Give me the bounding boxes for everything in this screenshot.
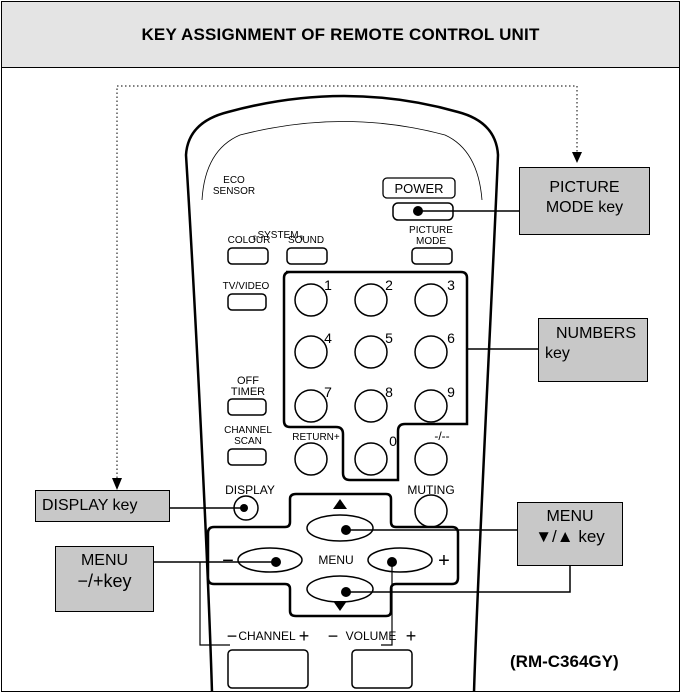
callout-menu-lr-line1: MENU: [80, 552, 129, 569]
number-label-7: 7: [324, 384, 332, 400]
header-title: KEY ASSIGNMENT OF REMOTE CONTROL UNIT: [141, 24, 540, 44]
number-label-6: 6: [447, 330, 455, 346]
menu-up-key[interactable]: [306, 514, 374, 542]
callout-numbers: NUMBERS key: [538, 318, 648, 382]
callout-picture-mode: PICTURE MODE key: [519, 167, 650, 235]
menu-down-arrow-icon: [333, 601, 347, 611]
channel-scan-label-1: CHANNEL: [224, 425, 272, 436]
number-key-7[interactable]: [294, 389, 328, 423]
leader-menu-plus-down: [381, 562, 393, 646]
menu-minus-label: −: [222, 550, 234, 572]
off-timer-key[interactable]: [227, 398, 267, 416]
number-key-2[interactable]: [354, 283, 388, 317]
menu-plus-key[interactable]: [367, 547, 433, 573]
number-label-4: 4: [324, 330, 332, 346]
callout-numbers-line2: key: [545, 345, 570, 362]
number-pad-outline: [282, 270, 469, 482]
power-label: POWER: [394, 181, 443, 196]
number-label-1: 1: [324, 277, 332, 293]
picture-mode-side-key[interactable]: [411, 247, 453, 265]
menu-plus-label: +: [438, 550, 450, 572]
picture-mode-label-1: PICTURE: [409, 225, 453, 236]
system-label: SYSTEM: [257, 230, 298, 241]
tv-video-key[interactable]: [227, 293, 267, 311]
sound-label: SOUND: [288, 235, 324, 246]
dash-label: -/--: [434, 429, 449, 443]
volume-key[interactable]: [351, 649, 413, 689]
number-key-6[interactable]: [414, 335, 448, 369]
number-label-9: 9: [447, 384, 455, 400]
system-bracket: [253, 235, 303, 240]
menu-up-arrow-icon: [333, 499, 347, 509]
channel-minus-label: −: [227, 626, 238, 646]
eco-label-1: ECO: [223, 175, 245, 186]
number-label-2: 2: [385, 277, 393, 293]
menu-down-key[interactable]: [306, 575, 374, 603]
volume-minus-label: −: [328, 626, 339, 646]
picture-mode-key-dot: [413, 206, 423, 216]
menu-label: MENU: [318, 553, 353, 567]
sound-key[interactable]: [286, 247, 328, 265]
number-key-1[interactable]: [294, 283, 328, 317]
eco-label-2: SENSOR: [213, 186, 255, 197]
muting-label: MUTING: [407, 483, 454, 497]
number-label-5: 5: [385, 330, 393, 346]
dash-key[interactable]: [414, 442, 448, 476]
number-label-8: 8: [385, 384, 393, 400]
callout-picture-mode-line2: MODE key: [545, 199, 624, 216]
channel-key[interactable]: [227, 649, 309, 689]
picture-mode-label-2: MODE: [416, 236, 446, 247]
number-key-4[interactable]: [294, 335, 328, 369]
number-key-3[interactable]: [414, 283, 448, 317]
header-bar: KEY ASSIGNMENT OF REMOTE CONTROL UNIT: [1, 1, 680, 68]
muting-key[interactable]: [414, 494, 448, 528]
number-key-5[interactable]: [354, 335, 388, 369]
callout-menu-updown: MENU ▼/▲ key: [517, 502, 623, 566]
number-label-0: 0: [389, 433, 397, 449]
channel-scan-key[interactable]: [227, 448, 267, 466]
colour-key[interactable]: [227, 247, 269, 265]
remote-body-inner: [201, 121, 483, 201]
leader-menu-down: [346, 566, 571, 593]
return-label: RETURN+: [292, 432, 340, 443]
return-plus-key[interactable]: [294, 442, 328, 476]
colour-label: COLOUR: [228, 235, 271, 246]
number-key-9[interactable]: [414, 389, 448, 423]
callout-numbers-line1: NUMBERS: [555, 325, 636, 342]
power-label-box: [382, 177, 456, 199]
leader-menu-minus-down: [199, 562, 230, 646]
model-number: (RM-C364GY): [510, 652, 619, 671]
callout-menu-updown-line2: ▼/▲ key: [535, 527, 605, 546]
channel-label: CHANNEL: [238, 629, 296, 643]
callout-display: DISPLAY key: [35, 490, 170, 522]
volume-plus-label: +: [406, 626, 417, 646]
dotted-arrow-down-right: [572, 152, 582, 163]
remote-body-outline: [184, 94, 500, 693]
callout-picture-mode-line1: PICTURE: [549, 179, 620, 196]
menu-cross-outline: [206, 492, 460, 618]
number-key-8[interactable]: [354, 389, 388, 423]
menu-minus-key[interactable]: [237, 547, 303, 573]
tv-video-label: TV/VIDEO: [223, 281, 270, 292]
dotted-connector: [116, 85, 578, 478]
off-timer-label-1: OFF: [237, 375, 259, 387]
number-key-0[interactable]: [354, 442, 388, 476]
callout-display-text: DISPLAY key: [42, 497, 138, 514]
dotted-arrow-down-left: [112, 478, 122, 490]
channel-scan-label-2: SCAN: [234, 436, 262, 447]
volume-label: VOLUME: [346, 629, 397, 643]
callout-menu-lr-line2: −/+key: [77, 571, 132, 591]
callout-menu-updown-line1: MENU: [546, 508, 594, 525]
callout-menu-lr: MENU −/+key: [55, 546, 154, 612]
off-timer-label-2: TIMER: [231, 386, 265, 398]
channel-plus-label: +: [299, 626, 310, 646]
number-keys: [294, 283, 448, 476]
display-label: DISPLAY: [225, 483, 275, 497]
number-label-3: 3: [447, 277, 455, 293]
